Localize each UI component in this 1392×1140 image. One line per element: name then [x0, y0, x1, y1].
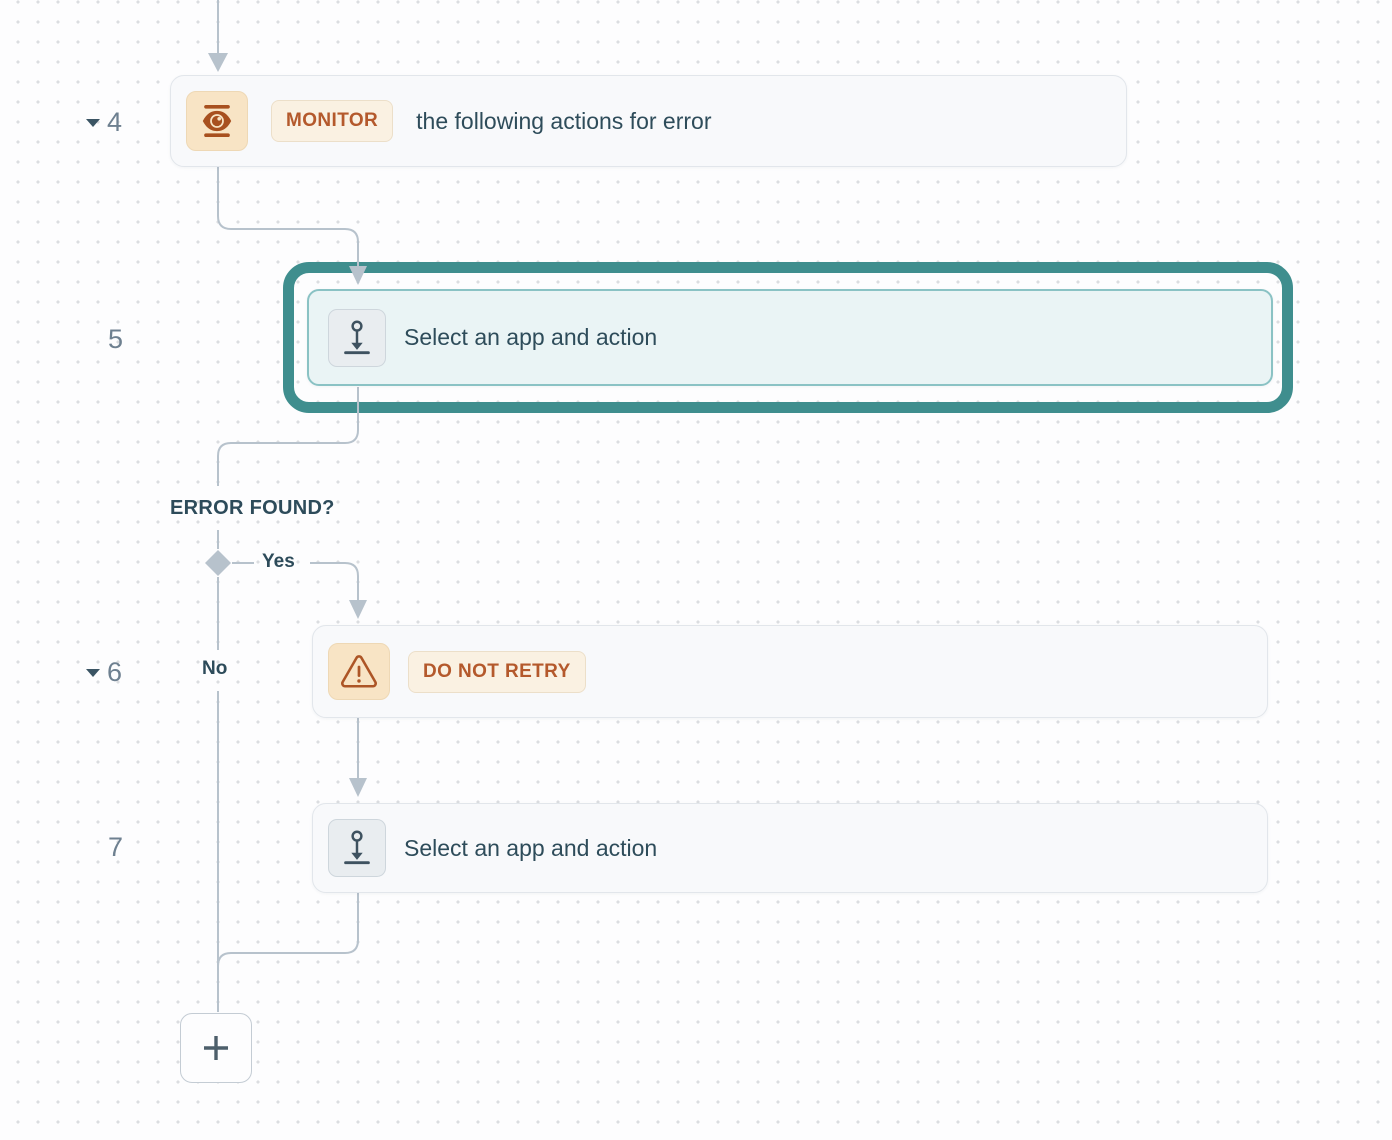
- app-action-icon: [328, 819, 386, 877]
- step-description: the following actions for error: [416, 107, 712, 134]
- branch-no-label: No: [202, 658, 228, 679]
- step-node-monitor[interactable]: MONITOR the following actions for error: [170, 75, 1127, 167]
- step-node-select-action-selected[interactable]: Select an app and action: [307, 289, 1273, 386]
- monitor-badge: MONITOR: [271, 100, 394, 142]
- selection-ring: [283, 262, 1293, 413]
- step-placeholder: Select an app and action: [404, 324, 658, 350]
- arrow-down-icon: [208, 53, 228, 72]
- step-node-do-not-retry[interactable]: DO NOT RETRY: [312, 625, 1268, 718]
- plus-icon: [204, 1036, 228, 1060]
- step-4-gutter: 4: [86, 107, 122, 138]
- branch-question: ERROR FOUND?: [170, 497, 335, 519]
- warning-triangle-icon: [328, 643, 390, 700]
- step-number: 4: [107, 107, 123, 137]
- connector-merge: [217, 893, 359, 1012]
- step-5-gutter: 5: [108, 324, 123, 355]
- branch-yes-label: Yes: [262, 551, 295, 572]
- collapse-caret-icon[interactable]: [86, 668, 100, 677]
- connector-4-5: [217, 167, 359, 266]
- step-placeholder: Select an app and action: [404, 834, 658, 861]
- step-node-select-action[interactable]: Select an app and action: [312, 803, 1268, 893]
- app-action-icon: [328, 308, 386, 367]
- arrow-down-icon: [349, 778, 367, 797]
- step-number: 5: [108, 324, 124, 354]
- monitor-eye-icon: [186, 91, 248, 151]
- add-step-button[interactable]: [180, 1013, 252, 1083]
- step-6-gutter: 6: [86, 657, 122, 688]
- step-number: 7: [108, 832, 124, 862]
- arrow-down-icon: [349, 600, 367, 619]
- connector-yes-right: [310, 562, 359, 600]
- branch-diamond-icon: [205, 550, 231, 576]
- step-number: 6: [107, 657, 123, 687]
- collapse-caret-icon[interactable]: [86, 118, 100, 127]
- step-7-gutter: 7: [108, 832, 123, 863]
- do-not-retry-badge: DO NOT RETRY: [408, 650, 586, 693]
